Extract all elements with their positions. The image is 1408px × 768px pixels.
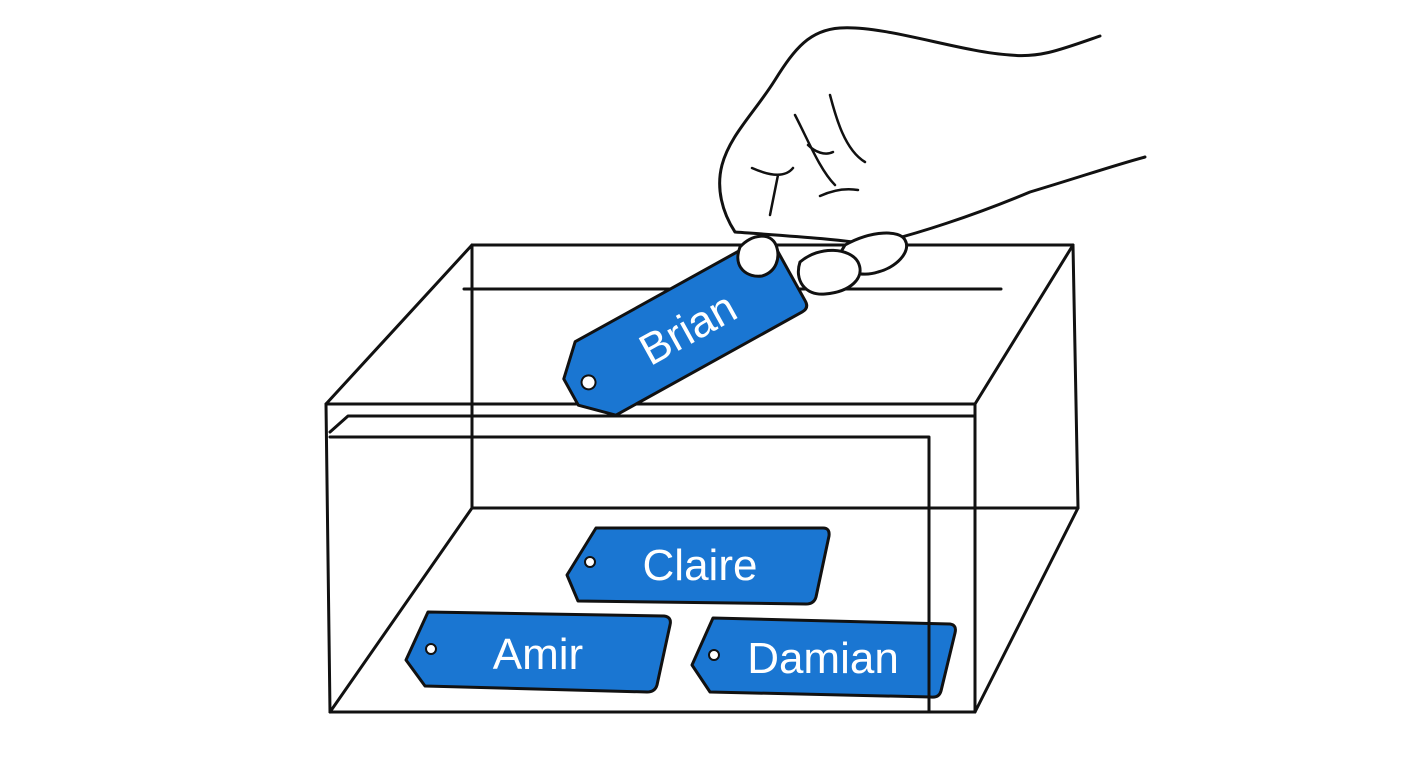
tag-label-claire: Claire (643, 541, 758, 590)
name-tag-damian[interactable]: Damian (690, 616, 957, 699)
finger-middle (797, 248, 862, 296)
box-front-edges (324, 243, 1080, 714)
name-tag-claire[interactable]: Claire (565, 526, 831, 606)
thumb (736, 234, 780, 278)
knuckle-lines (750, 93, 867, 217)
tag-hole (425, 643, 437, 655)
hand (718, 26, 1147, 296)
tag-hole (708, 649, 720, 661)
name-tag-amir[interactable]: Amir (404, 610, 672, 694)
tag-label-amir: Amir (493, 630, 583, 679)
tag-hole (580, 374, 597, 391)
tag-label-damian: Damian (747, 634, 899, 683)
arm-and-palm (718, 26, 1147, 247)
tag-hole (584, 556, 596, 568)
